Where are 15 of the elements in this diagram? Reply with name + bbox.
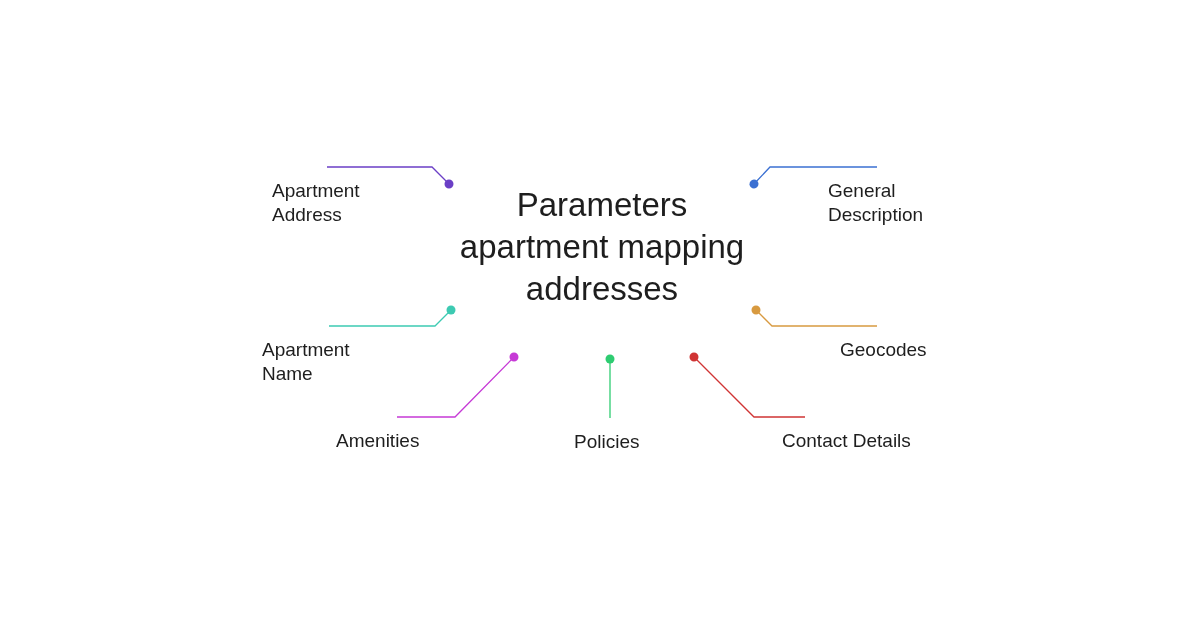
parameter-label: Geocodes xyxy=(840,338,928,362)
parameter-label: Apartment Address xyxy=(272,179,361,227)
leader-line xyxy=(605,354,615,419)
leader-line xyxy=(396,352,519,418)
parameter-label: Contact Details xyxy=(782,429,912,453)
leader-line xyxy=(749,166,878,189)
leader-line xyxy=(328,305,456,327)
parameter-label: Amenities xyxy=(336,429,421,453)
parameter-label: Policies xyxy=(574,430,641,454)
leader-line xyxy=(751,305,878,327)
parameter-label: General Description xyxy=(828,179,925,227)
parameter-label: Apartment Name xyxy=(262,338,351,386)
topic-text: Parameters apartment mapping addresses xyxy=(458,185,746,309)
leader-line xyxy=(689,352,806,418)
leader-line xyxy=(326,166,454,189)
